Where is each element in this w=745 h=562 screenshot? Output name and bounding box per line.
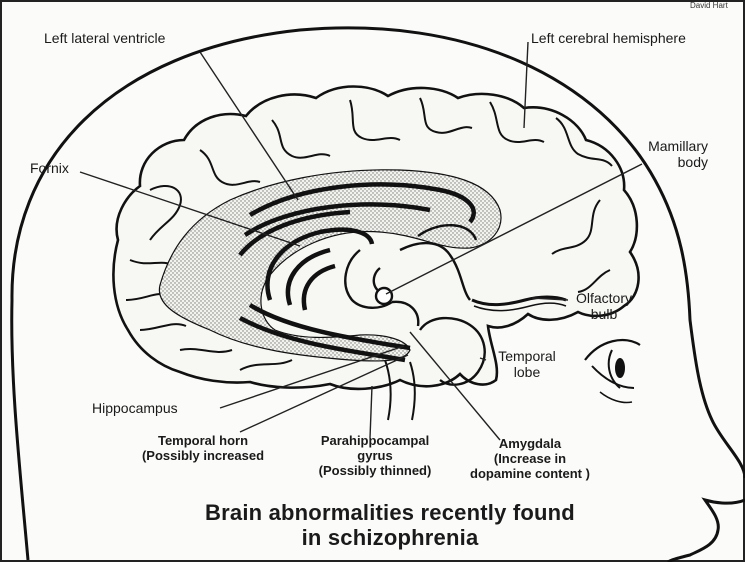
label-temporal-horn-line2: (Possibly increased [128, 449, 278, 464]
label-left-lateral-ventricle: Left lateral ventricle [44, 30, 165, 46]
title-line1: Brain abnormalities recently found [140, 500, 640, 525]
title-line2: in schizophrenia [140, 525, 640, 550]
label-amygdala-line2: (Increase in [460, 452, 600, 467]
label-olfactory-bulb-line1: Olfactory [564, 290, 644, 306]
label-mamillary-body-line2: body [640, 154, 708, 170]
label-olfactory-bulb-line2: bulb [564, 306, 644, 322]
label-temporal-horn: Temporal horn (Possibly increased [128, 434, 278, 464]
label-temporal-lobe: Temporal lobe [492, 348, 562, 380]
label-amygdala-line3: dopamine content ) [460, 467, 600, 482]
label-parahippocampal-line1: Parahippocampal [300, 434, 450, 449]
label-parahippocampal-line3: (Possibly thinned) [300, 464, 450, 479]
label-amygdala: Amygdala (Increase in dopamine content ) [460, 437, 600, 482]
label-left-cerebral-hemisphere: Left cerebral hemisphere [531, 30, 686, 46]
label-temporal-horn-line1: Temporal horn [128, 434, 278, 449]
label-amygdala-line1: Amygdala [460, 437, 600, 452]
label-fornix: Fornix [30, 160, 69, 176]
diagram-title: Brain abnormalities recently found in sc… [140, 500, 640, 551]
label-mamillary-body: Mamillary body [640, 138, 708, 170]
label-parahippocampal-gyrus: Parahippocampal gyrus (Possibly thinned) [300, 434, 450, 479]
artist-credit: David Hart [690, 1, 728, 10]
label-temporal-lobe-line1: Temporal [492, 348, 562, 364]
label-parahippocampal-line2: gyrus [300, 449, 450, 464]
eye-icon [585, 340, 640, 403]
label-temporal-lobe-line2: lobe [492, 364, 562, 380]
label-hippocampus: Hippocampus [92, 400, 178, 416]
label-olfactory-bulb: Olfactory bulb [564, 290, 644, 322]
label-mamillary-body-line1: Mamillary [640, 138, 708, 154]
